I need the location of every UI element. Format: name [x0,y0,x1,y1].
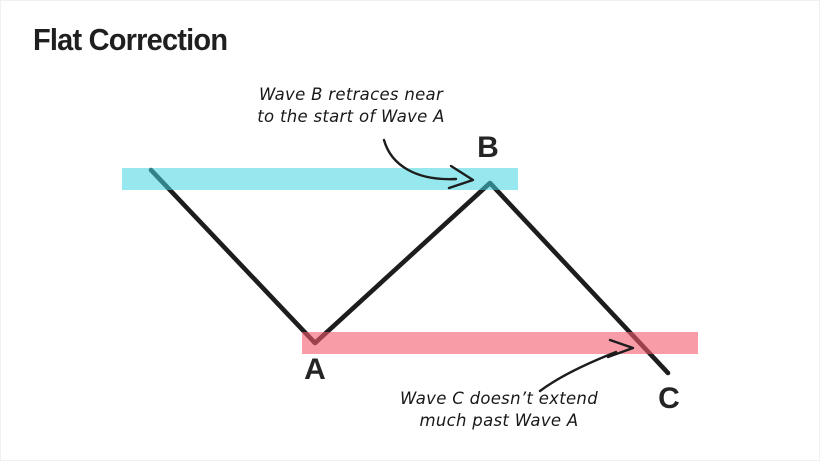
top-annotation-arrow-icon [382,138,475,190]
annotation-wave-b-line2: to the start of Wave A [257,107,445,126]
top-arrowhead-icon [447,164,475,190]
top-arrow-curve [382,138,458,181]
bottom-arrow-curve [538,350,618,393]
price-zigzag-line [148,167,671,376]
bottom-arrowhead-icon [606,338,635,359]
annotation-wave-c-extent: Wave C doesn’t extend much past Wave A [377,388,621,432]
bottom-annotation-arrow-icon [538,338,635,393]
annotation-wave-b-line1: Wave B retraces near [258,85,444,104]
figure-title: Flat Correction [33,24,228,58]
wave-label-a: A [304,353,326,386]
wave-label-c: C [658,382,680,415]
wave-label-b: B [477,131,499,164]
annotation-wave-b-retrace: Wave B retraces near to the start of Wav… [222,84,480,128]
annotation-wave-c-line1: Wave C doesn’t extend [400,389,598,408]
annotation-wave-c-line2: much past Wave A [419,411,579,430]
wave-a-extent-band [302,332,698,354]
